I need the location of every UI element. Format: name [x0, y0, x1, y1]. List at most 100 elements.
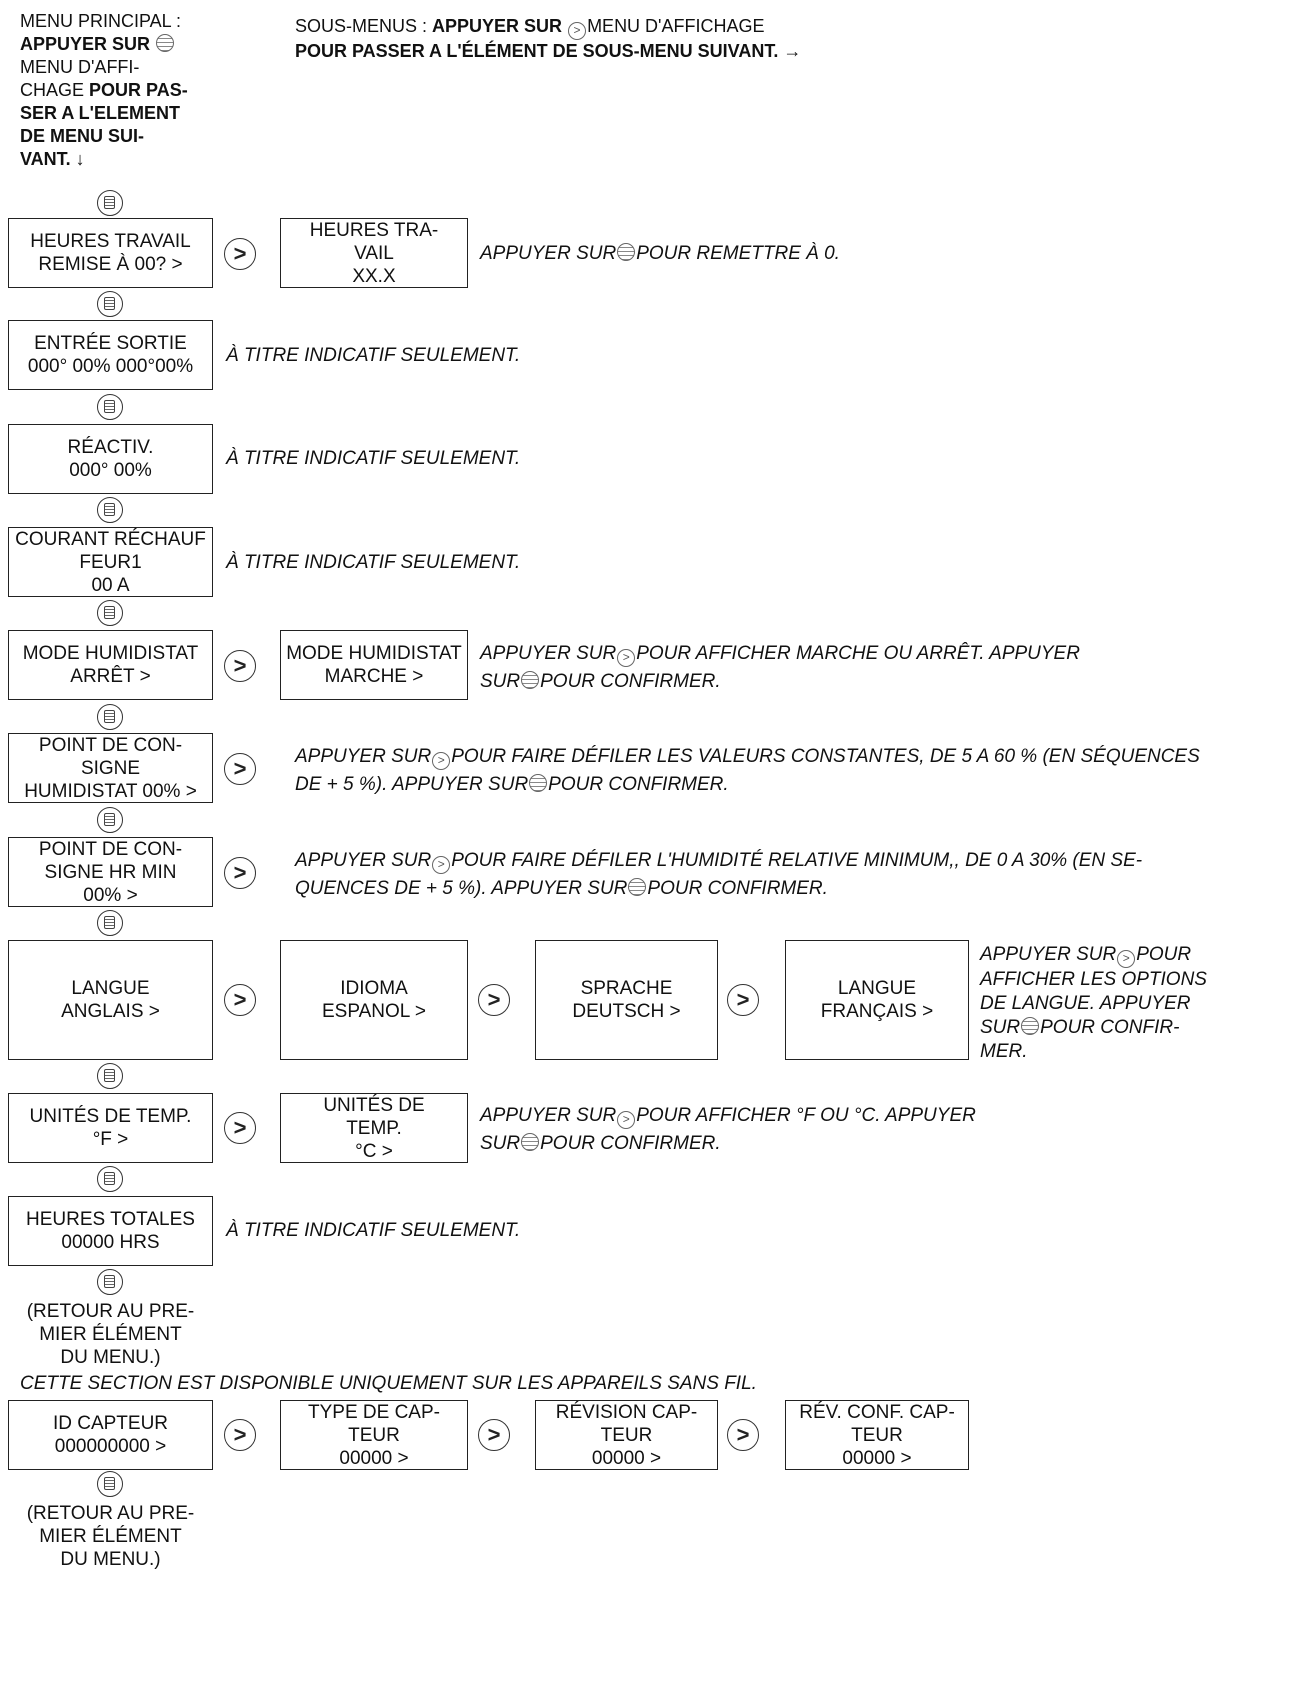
- arrow-button[interactable]: >: [478, 1419, 510, 1451]
- note-indicatif: À TITRE INDICATIF SEULEMENT.: [226, 552, 521, 573]
- menu-icon: [1021, 1017, 1040, 1035]
- note-text: DE LANGUE. APPUYER: [980, 993, 1191, 1014]
- note-indicatif: À TITRE INDICATIF SEULEMENT.: [226, 448, 521, 469]
- header-bold-text: POUR PAS-: [89, 80, 188, 100]
- box-value: XX.X: [352, 265, 396, 287]
- menu-icon[interactable]: [97, 1166, 123, 1192]
- box-label: MODE HUMIDISTAT: [286, 643, 462, 664]
- arrow-button[interactable]: >: [727, 1419, 759, 1451]
- arrow-icon: >: [432, 752, 451, 770]
- arrow-icon: >: [432, 856, 451, 874]
- box-label: FEUR1: [79, 551, 142, 573]
- menu-icon[interactable]: [97, 1269, 123, 1295]
- menu-icon[interactable]: [97, 394, 123, 420]
- box-value: 000° 00% 000°00%: [27, 356, 194, 377]
- menu-icon[interactable]: [97, 1471, 123, 1497]
- note-indicatif: À TITRE INDICATIF SEULEMENT.: [226, 345, 521, 366]
- box-label: MODE HUMIDISTAT: [22, 643, 199, 664]
- arrow-button[interactable]: >: [224, 1419, 256, 1451]
- box-label: ID CAPTEUR: [52, 1413, 169, 1434]
- menu-icon: [156, 34, 175, 52]
- box-label: SIGNE: [80, 757, 141, 779]
- return-text: DU MENU.): [60, 1347, 161, 1368]
- box-label: TEUR: [851, 1424, 903, 1446]
- box-value: 00000 HRS: [61, 1232, 160, 1253]
- return-text: MIER ÉLÉMENT: [39, 1324, 182, 1345]
- arrow-button[interactable]: >: [224, 753, 256, 785]
- box-value: °C >: [355, 1140, 393, 1162]
- menu-icon[interactable]: [97, 291, 123, 317]
- box-value: 000000000 >: [54, 1436, 167, 1457]
- note-hr-min: APPUYER SUR>POUR FAIRE DÉFILER L'HUMIDIT…: [295, 847, 1285, 903]
- note-text: SUR: [480, 671, 521, 692]
- box-value: FRANÇAIS >: [820, 1001, 934, 1022]
- box-value: 00% >: [83, 884, 138, 906]
- note-text: POUR AFFICHER MARCHE OU ARRÊT. APPUYER: [636, 643, 1080, 664]
- arrow-glyph: >: [736, 987, 750, 1012]
- submenu-title: SOUS-MENUS :: [295, 16, 433, 36]
- box-label: LANGUE: [837, 978, 917, 999]
- submenu-instructions: SOUS-MENUS : APPUYER SUR >MENU D'AFFICHA…: [295, 15, 995, 63]
- note-text: POUR FAIRE DÉFILER L'HUMIDITÉ RELATIVE M…: [451, 850, 1143, 871]
- note-text: POUR CONFIRMER.: [647, 878, 828, 899]
- arrow-button[interactable]: >: [224, 650, 256, 682]
- arrow-icon: >: [568, 22, 587, 40]
- menu-icon[interactable]: [97, 704, 123, 730]
- arrow-button[interactable]: >: [224, 984, 256, 1016]
- arrow-button[interactable]: >: [224, 857, 256, 889]
- menu-icon[interactable]: [97, 497, 123, 523]
- box-label: RÉACTIV.: [67, 437, 154, 458]
- note-text: POUR CONFIR-: [1040, 1017, 1180, 1038]
- box-label: IDIOMA: [340, 978, 408, 999]
- box-value: 00000 >: [339, 1447, 409, 1469]
- note-text: APPUYER SUR: [980, 944, 1117, 965]
- box-value: 00 A: [91, 574, 130, 596]
- box-label: RÉVISION CAP-: [555, 1401, 698, 1423]
- box-value: ANGLAIS >: [61, 1001, 160, 1022]
- header-bold-text: SER A L'ELEMENT: [20, 103, 180, 123]
- box-label: TEUR: [600, 1424, 653, 1446]
- menu-icon[interactable]: [97, 600, 123, 626]
- arrow-button[interactable]: >: [224, 1112, 256, 1144]
- box-label: UNITÉS DE: [323, 1094, 425, 1116]
- menu-icon[interactable]: [97, 910, 123, 936]
- note-text: SUR: [480, 1133, 521, 1154]
- note-text: AFFICHER LES OPTIONS: [980, 969, 1207, 990]
- menu-icon[interactable]: [97, 190, 123, 216]
- arrow-glyph: >: [233, 756, 247, 781]
- arrow-button[interactable]: >: [727, 984, 759, 1016]
- return-text: (RETOUR AU PRE-: [26, 1301, 195, 1322]
- menu-icon[interactable]: [97, 807, 123, 833]
- box-value: 00000 >: [842, 1447, 912, 1469]
- header-bold-text: VANT. ↓: [20, 149, 85, 169]
- arrow-glyph: >: [233, 1422, 247, 1447]
- box-value: DEUTSCH >: [572, 1001, 681, 1022]
- arrow-glyph: >: [487, 987, 501, 1012]
- menu-icon[interactable]: [97, 1063, 123, 1089]
- menu-icon: [521, 1133, 540, 1151]
- menu-icon: [529, 774, 548, 792]
- header-text: MENU D'AFFICHAGE: [587, 16, 765, 36]
- menu-icon: [521, 671, 540, 689]
- return-text: DU MENU.): [60, 1549, 161, 1570]
- arrow-button[interactable]: >: [478, 984, 510, 1016]
- box-label: SIGNE HR MIN: [44, 861, 177, 883]
- menu-icon: [617, 243, 636, 261]
- box-label: UNITÉS DE TEMP.: [29, 1106, 192, 1127]
- arrow-button[interactable]: >: [224, 238, 256, 270]
- arrow-glyph: >: [736, 1422, 750, 1447]
- note-text: POUR CONFIRMER.: [548, 774, 729, 795]
